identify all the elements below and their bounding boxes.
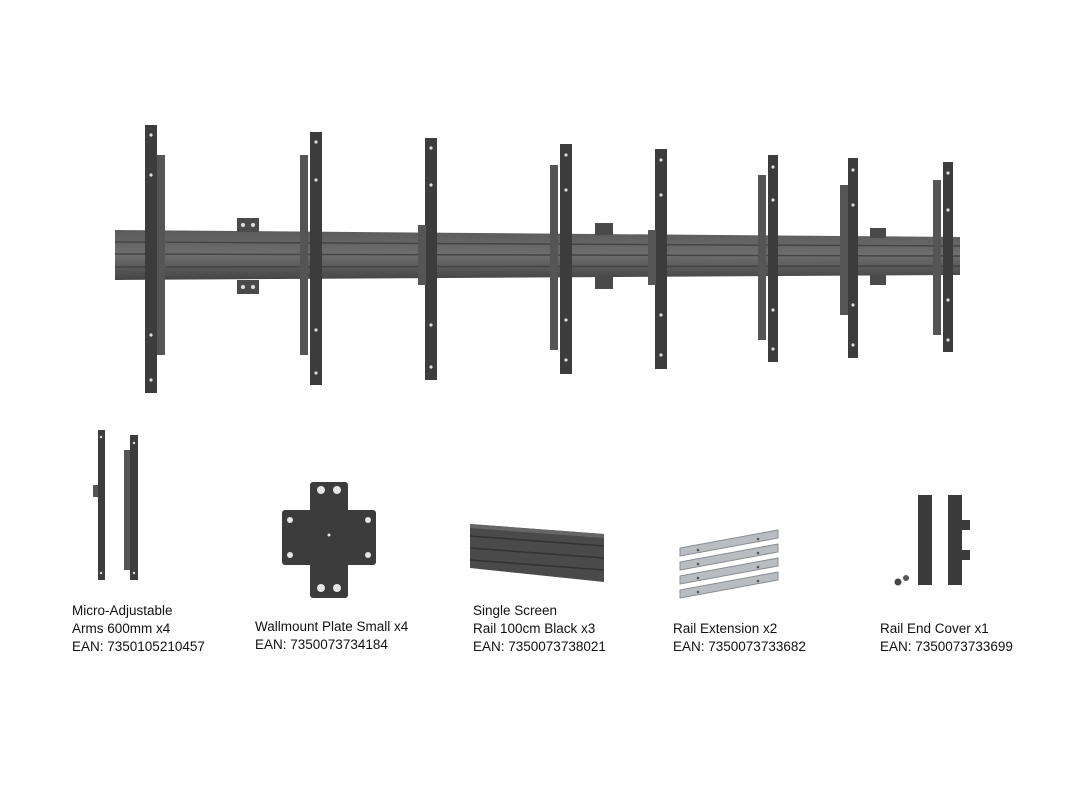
product-ean: EAN: 7350073738021 bbox=[473, 639, 606, 654]
arm-holes bbox=[149, 133, 950, 382]
product-name-line1: Micro-Adjustable bbox=[72, 603, 173, 618]
single-screen-rail-image bbox=[469, 524, 605, 582]
rail-end-cover-image bbox=[894, 495, 970, 586]
product-label-micro-arms: Micro-Adjustable Arms 600mm x4 EAN: 7350… bbox=[72, 602, 205, 656]
product-ean: EAN: 7350105210457 bbox=[72, 639, 205, 654]
rail bbox=[114, 230, 961, 280]
assembled-mount-illustration bbox=[114, 125, 961, 393]
product-label-rail-extension: Rail Extension x2 EAN: 7350073733682 bbox=[673, 620, 806, 656]
product-ean: EAN: 7350073733682 bbox=[673, 639, 806, 654]
product-name-line1: Single Screen bbox=[473, 603, 558, 618]
product-label-rail: Single Screen Rail 100cm Black x3 EAN: 7… bbox=[473, 602, 606, 656]
micro-adjustable-arms-image bbox=[93, 430, 138, 580]
product-name-line2: Rail 100cm Black x3 bbox=[473, 621, 596, 636]
product-name-line2: Wallmount Plate Small x4 bbox=[255, 619, 409, 634]
wallmount-plate-image bbox=[282, 482, 376, 598]
mount-arms bbox=[145, 125, 953, 393]
rail-extension-image bbox=[679, 529, 779, 599]
product-name-line2: Arms 600mm x4 bbox=[72, 621, 171, 636]
wall-plates bbox=[237, 218, 886, 294]
product-ean: EAN: 7350073733699 bbox=[880, 639, 1013, 654]
product-label-rail-end-cover: Rail End Cover x1 EAN: 7350073733699 bbox=[880, 620, 1013, 656]
product-name-line2: Rail Extension x2 bbox=[673, 621, 778, 636]
product-name-line2: Rail End Cover x1 bbox=[880, 621, 989, 636]
product-label-wallmount-plate: Wallmount Plate Small x4 EAN: 7350073734… bbox=[255, 618, 408, 654]
product-ean: EAN: 7350073734184 bbox=[255, 637, 388, 652]
